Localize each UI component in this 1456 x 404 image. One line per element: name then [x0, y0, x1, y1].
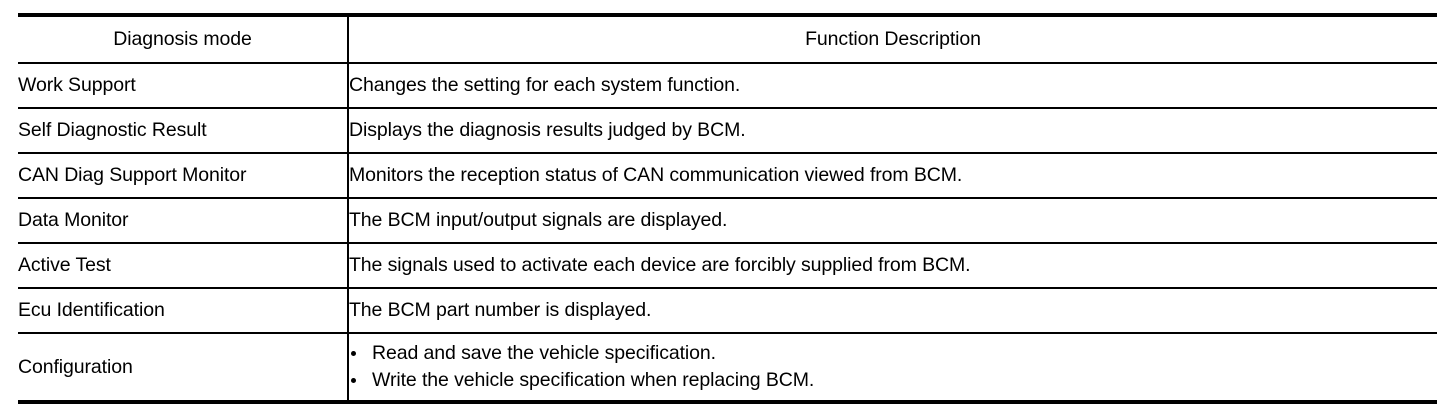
table-header: Diagnosis mode Function Description — [18, 13, 1437, 64]
diagnosis-mode-table: Diagnosis mode Function Description Work… — [18, 13, 1437, 404]
cell-function-description: Monitors the reception status of CAN com… — [348, 153, 1437, 199]
table-row: Work Support Changes the setting for eac… — [18, 63, 1437, 109]
list-item: Write the vehicle specification when rep… — [349, 367, 1437, 394]
bullet-dot-icon — [351, 378, 356, 383]
list-item-label: Write the vehicle specification when rep… — [372, 369, 815, 391]
cell-diagnosis-mode: Ecu Identification — [18, 288, 349, 334]
table-row: Configuration Read and save the vehicle … — [18, 333, 1437, 404]
cell-diagnosis-mode: Self Diagnostic Result — [18, 108, 349, 154]
configuration-bullet-list: Read and save the vehicle specification.… — [349, 340, 1437, 395]
column-header-function-description: Function Description — [348, 13, 1437, 64]
cell-function-description: Displays the diagnosis results judged by… — [348, 108, 1437, 154]
cell-diagnosis-mode: Data Monitor — [18, 198, 349, 244]
cell-diagnosis-mode: Active Test — [18, 243, 349, 289]
table-row: Data Monitor The BCM input/output signal… — [18, 198, 1437, 244]
cell-function-description: Read and save the vehicle specification.… — [348, 333, 1437, 404]
cell-diagnosis-mode: Configuration — [18, 333, 349, 404]
cell-diagnosis-mode: CAN Diag Support Monitor — [18, 153, 349, 199]
list-item-label: Read and save the vehicle specification. — [372, 341, 716, 364]
table-row: Self Diagnostic Result Displays the diag… — [18, 108, 1437, 154]
column-header-diagnosis-mode: Diagnosis mode — [18, 13, 349, 64]
table-body: Work Support Changes the setting for eac… — [18, 63, 1437, 404]
bullet-dot-icon — [351, 350, 356, 356]
table-row: CAN Diag Support Monitor Monitors the re… — [18, 153, 1437, 199]
table-row: Active Test The signals used to activate… — [18, 243, 1437, 289]
list-item: Read and save the vehicle specification. — [349, 340, 1437, 367]
table-header-row: Diagnosis mode Function Description — [18, 13, 1437, 64]
cell-function-description: The signals used to activate each device… — [348, 243, 1437, 289]
cell-diagnosis-mode: Work Support — [18, 63, 349, 109]
cell-function-description: The BCM part number is displayed. — [348, 288, 1437, 334]
cell-function-description: Changes the setting for each system func… — [348, 63, 1437, 109]
table-row: Ecu Identification The BCM part number i… — [18, 288, 1437, 334]
cell-function-description: The BCM input/output signals are display… — [348, 198, 1437, 244]
